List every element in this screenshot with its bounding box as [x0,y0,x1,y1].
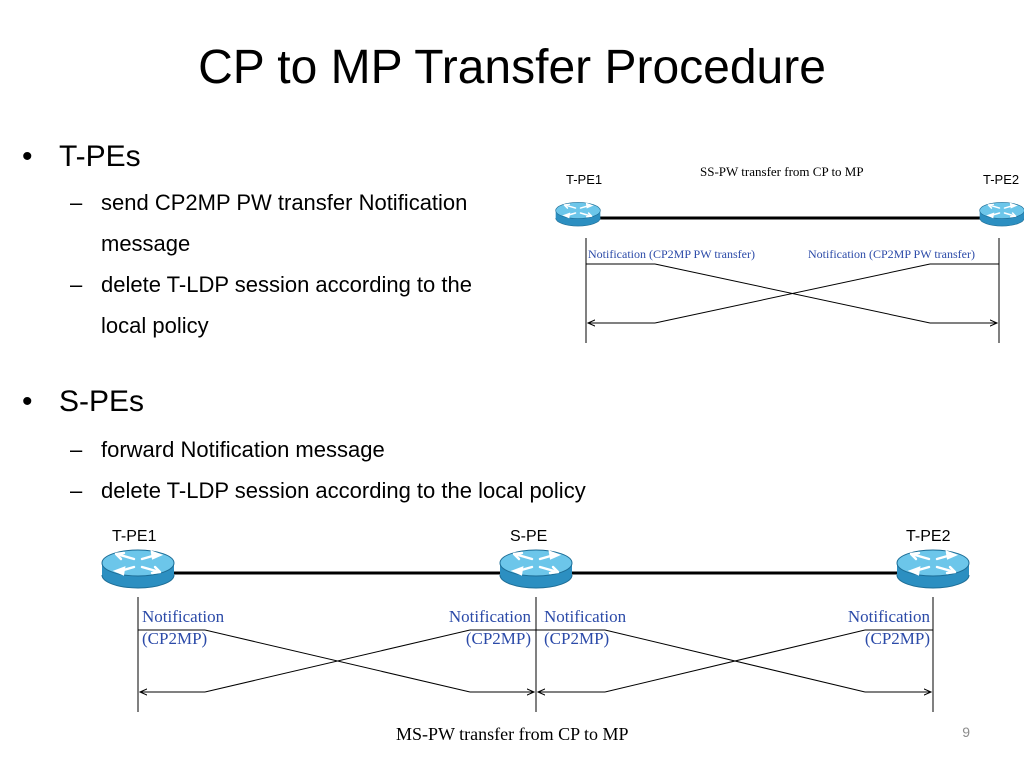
slide-title: CP to MP Transfer Procedure [198,41,826,94]
subbullet-line: forward Notification message [101,437,385,462]
notification-label: (CP2MP) [466,629,531,648]
node-label-tpe1: T-PE1 [112,528,157,545]
subbullet-line: local policy [101,313,209,338]
message-line [204,629,471,693]
notification-label: (CP2MP) [865,629,930,648]
ms-pw-diagram: T-PE1 S-PE T-PE2 Notification (CP2MP) No… [100,528,971,744]
router-icon [554,201,602,227]
subbullet-marker: – [70,190,83,215]
bullet-marker: • [22,385,33,418]
router-icon [498,548,574,590]
slide-number: 9 [962,724,970,740]
node-label-spe: S-PE [510,528,547,545]
notification-label: Notification [848,607,931,626]
subbullet-line: delete T-LDP session according to the [101,272,472,297]
diagram-caption: MS-PW transfer from CP to MP [396,724,629,744]
notification-label: Notification [449,607,532,626]
router-icon [978,201,1024,227]
router-icon [100,548,176,590]
notification-label: Notification [544,607,627,626]
node-label-tpe2: T-PE2 [983,172,1019,187]
ss-pw-diagram: T-PE1 T-PE2 SS-PW transfer from CP to MP… [554,164,1024,343]
subbullet-marker: – [70,272,83,297]
message-line [654,263,931,324]
notification-label: Notification (CP2MP PW transfer) [808,247,975,261]
subbullet-line: message [101,231,191,256]
notification-label: Notification (CP2MP PW transfer) [588,247,755,261]
node-label-tpe2: T-PE2 [906,528,951,545]
node-label-tpe1: T-PE1 [566,172,602,187]
bullet-marker: • [22,140,33,173]
diagram-caption: SS-PW transfer from CP to MP [700,164,864,179]
notification-label: (CP2MP) [544,629,609,648]
notification-label: (CP2MP) [142,629,207,648]
message-line [604,629,866,693]
bullet-spes-label: S-PEs [59,385,145,418]
subbullet-marker: – [70,437,83,462]
notification-label: Notification [142,607,225,626]
bullet-tpes-label: T-PEs [59,140,141,173]
subbullet-line: delete T-LDP session according to the lo… [101,478,586,503]
subbullet-line: send CP2MP PW transfer Notification [101,190,468,215]
subbullet-marker: – [70,478,83,503]
router-icon [895,548,971,590]
